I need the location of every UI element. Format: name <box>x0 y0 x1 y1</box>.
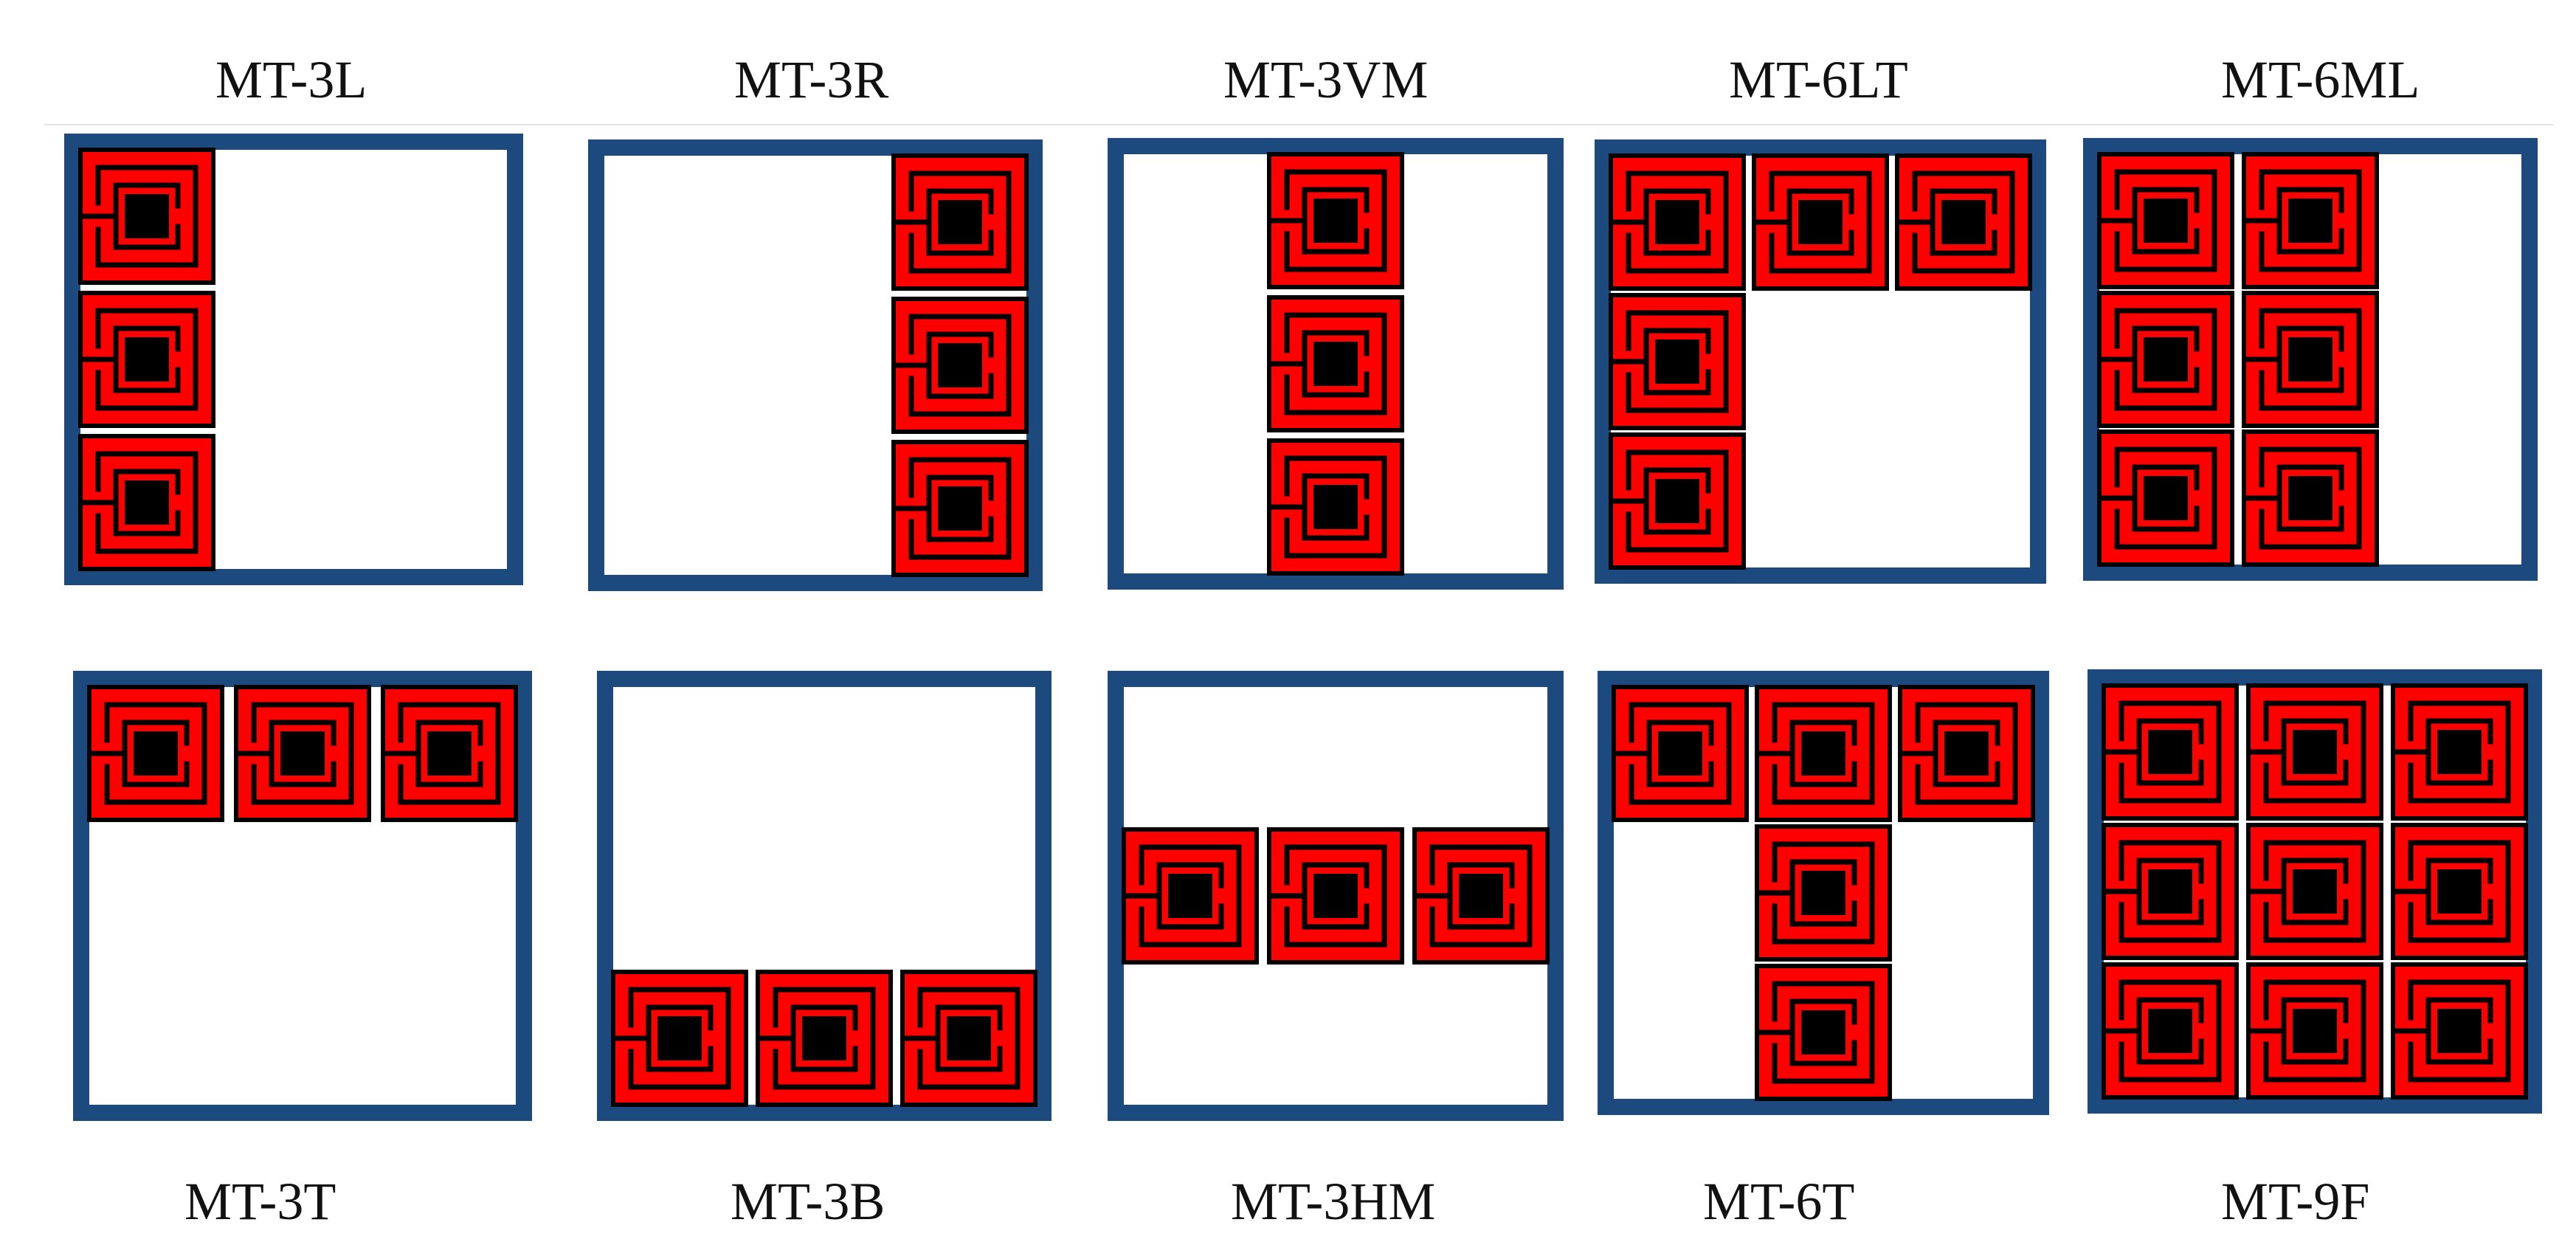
resonator-cell-mt-6ml-4 <box>2097 429 2234 567</box>
resonator-cell-mt-6ml-5 <box>2242 429 2379 567</box>
resonator-cell-mt-3t-0 <box>87 685 224 822</box>
resonator-cell-mt-3r-2 <box>891 440 1029 577</box>
resonator-cell-mt-6ml-0 <box>2097 152 2234 289</box>
resonator-cell-mt-9f-1 <box>2246 683 2383 821</box>
resonator-cell-mt-9f-2 <box>2391 683 2528 821</box>
resonator-cell-mt-3hm-2 <box>1412 827 1550 965</box>
label-mt-6ml: MT-6ML <box>2221 50 2420 109</box>
resonator-cell-mt-3vm-0 <box>1267 152 1404 289</box>
resonator-cell-mt-6ml-2 <box>2097 291 2234 428</box>
resonator-cell-mt-6t-2 <box>1898 685 2035 822</box>
panel-mt-3b <box>597 671 1052 1121</box>
resonator-cell-mt-3l-1 <box>78 291 215 428</box>
resonator-cell-mt-6lt-3 <box>1609 293 1746 430</box>
resonator-cell-mt-3vm-2 <box>1267 438 1404 576</box>
label-mt-6t: MT-6T <box>1703 1172 1855 1231</box>
resonator-cell-mt-6t-0 <box>1612 685 1749 822</box>
resonator-cell-mt-9f-0 <box>2102 683 2239 821</box>
resonator-cell-mt-3r-1 <box>891 297 1029 434</box>
top-divider-line <box>44 124 2553 125</box>
resonator-cell-mt-3vm-1 <box>1267 295 1404 432</box>
panel-mt-3r <box>588 139 1043 591</box>
resonator-cell-mt-3b-1 <box>756 970 893 1107</box>
resonator-cell-mt-6lt-0 <box>1609 153 1746 291</box>
resonator-cell-mt-9f-8 <box>2391 962 2528 1100</box>
resonator-cell-mt-3t-1 <box>234 685 371 822</box>
panel-mt-6t <box>1598 671 2049 1115</box>
label-mt-6lt: MT-6LT <box>1729 50 1908 109</box>
panel-mt-3l <box>64 134 523 585</box>
resonator-cell-mt-3t-2 <box>381 685 518 822</box>
resonator-cell-mt-3r-0 <box>891 153 1029 291</box>
resonator-cell-mt-9f-3 <box>2102 823 2239 960</box>
resonator-cell-mt-9f-5 <box>2391 823 2528 960</box>
label-mt-3r: MT-3R <box>734 50 889 109</box>
resonator-cell-mt-3b-0 <box>611 970 748 1107</box>
panel-mt-3vm <box>1108 138 1564 590</box>
resonator-cell-mt-6t-3 <box>1755 824 1892 962</box>
label-mt-3hm: MT-3HM <box>1231 1172 1436 1231</box>
label-mt-3vm: MT-3VM <box>1223 50 1429 109</box>
resonator-cell-mt-6lt-4 <box>1609 432 1746 570</box>
resonator-cell-mt-3b-2 <box>900 970 1037 1107</box>
resonator-cell-mt-9f-4 <box>2246 823 2383 960</box>
resonator-cell-mt-9f-6 <box>2102 962 2239 1100</box>
resonator-cell-mt-6t-1 <box>1755 685 1892 822</box>
panel-mt-3t <box>73 671 532 1121</box>
resonator-cell-mt-6lt-2 <box>1895 153 2032 291</box>
resonator-cell-mt-3hm-0 <box>1122 827 1259 965</box>
panel-mt-3hm <box>1108 671 1564 1121</box>
resonator-cell-mt-6ml-1 <box>2242 152 2379 289</box>
resonator-cell-mt-3l-2 <box>78 434 215 571</box>
resonator-cell-mt-3hm-1 <box>1267 827 1404 965</box>
label-mt-3l: MT-3L <box>215 50 367 109</box>
label-mt-3t: MT-3T <box>184 1172 336 1231</box>
resonator-cell-mt-3l-0 <box>78 148 215 285</box>
label-mt-9f: MT-9F <box>2221 1172 2370 1231</box>
panel-mt-6ml <box>2083 138 2538 581</box>
label-mt-3b: MT-3B <box>731 1172 885 1231</box>
resonator-cell-mt-6ml-3 <box>2242 291 2379 428</box>
resonator-cell-mt-9f-7 <box>2246 962 2383 1100</box>
panel-mt-6lt <box>1595 139 2046 584</box>
panel-mt-9f <box>2088 669 2542 1114</box>
resonator-cell-mt-6t-4 <box>1755 964 1892 1101</box>
resonator-cell-mt-6lt-1 <box>1752 153 1889 291</box>
